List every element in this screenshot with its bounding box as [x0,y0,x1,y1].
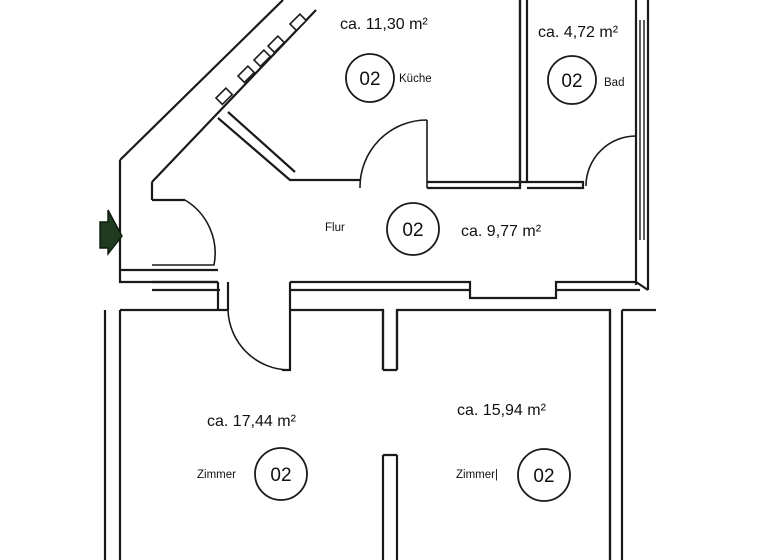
room-left-number-ring [254,447,308,501]
room-right-number-ring [517,448,571,502]
kitchen-name: Küche [399,73,432,85]
window-5 [288,12,308,32]
room-right-area: ca. 15,94 m² [457,402,547,419]
kitchen-number-ring [345,53,395,103]
bath-door [585,135,637,187]
kitchen-area: ca. 11,30 m² [340,16,428,33]
hall-number: 02 [402,220,423,241]
lower-partition-walls [381,310,399,560]
bath-window-marks [639,20,645,240]
diagonal-exterior-wall [118,0,317,200]
bath-name: Bad [604,77,624,89]
room-right-name: Zimmer| [456,469,498,481]
kitchen-diagonal-inner-wall [217,111,360,182]
hall-name: Flur [325,222,345,234]
entrance-arrow-icon [99,209,123,257]
window-4 [266,34,286,54]
bath-number: 02 [561,71,582,92]
hall-bottom-wall [152,280,649,300]
room-left-door [227,309,291,371]
entrance-walls [118,198,218,284]
window-1 [214,86,234,106]
lower-left-room-walls [103,308,612,560]
room-left-area: ca. 17,44 m² [207,413,297,430]
hall-number-ring [386,202,440,256]
entrance-door [152,199,216,266]
hall-stub-walls [216,282,292,372]
bath-number-ring [547,55,597,105]
kitchen-lower-wall-right [427,0,527,190]
bath-area: ca. 4,72 m² [538,24,619,41]
kitchen-door [359,119,428,189]
bath-left-wall [518,0,585,190]
diagonal-windows [214,12,308,106]
kitchen-number: 02 [359,69,380,90]
window-2 [236,64,256,84]
bath-right-exterior [634,0,650,290]
lower-right-walls [608,308,656,560]
room-left-number: 02 [270,465,291,486]
room-right-number: 02 [533,466,554,487]
hall-area: ca. 9,77 m² [461,223,542,240]
doors [152,119,637,371]
room-left-name: Zimmer [197,469,236,481]
window-3 [252,48,272,68]
